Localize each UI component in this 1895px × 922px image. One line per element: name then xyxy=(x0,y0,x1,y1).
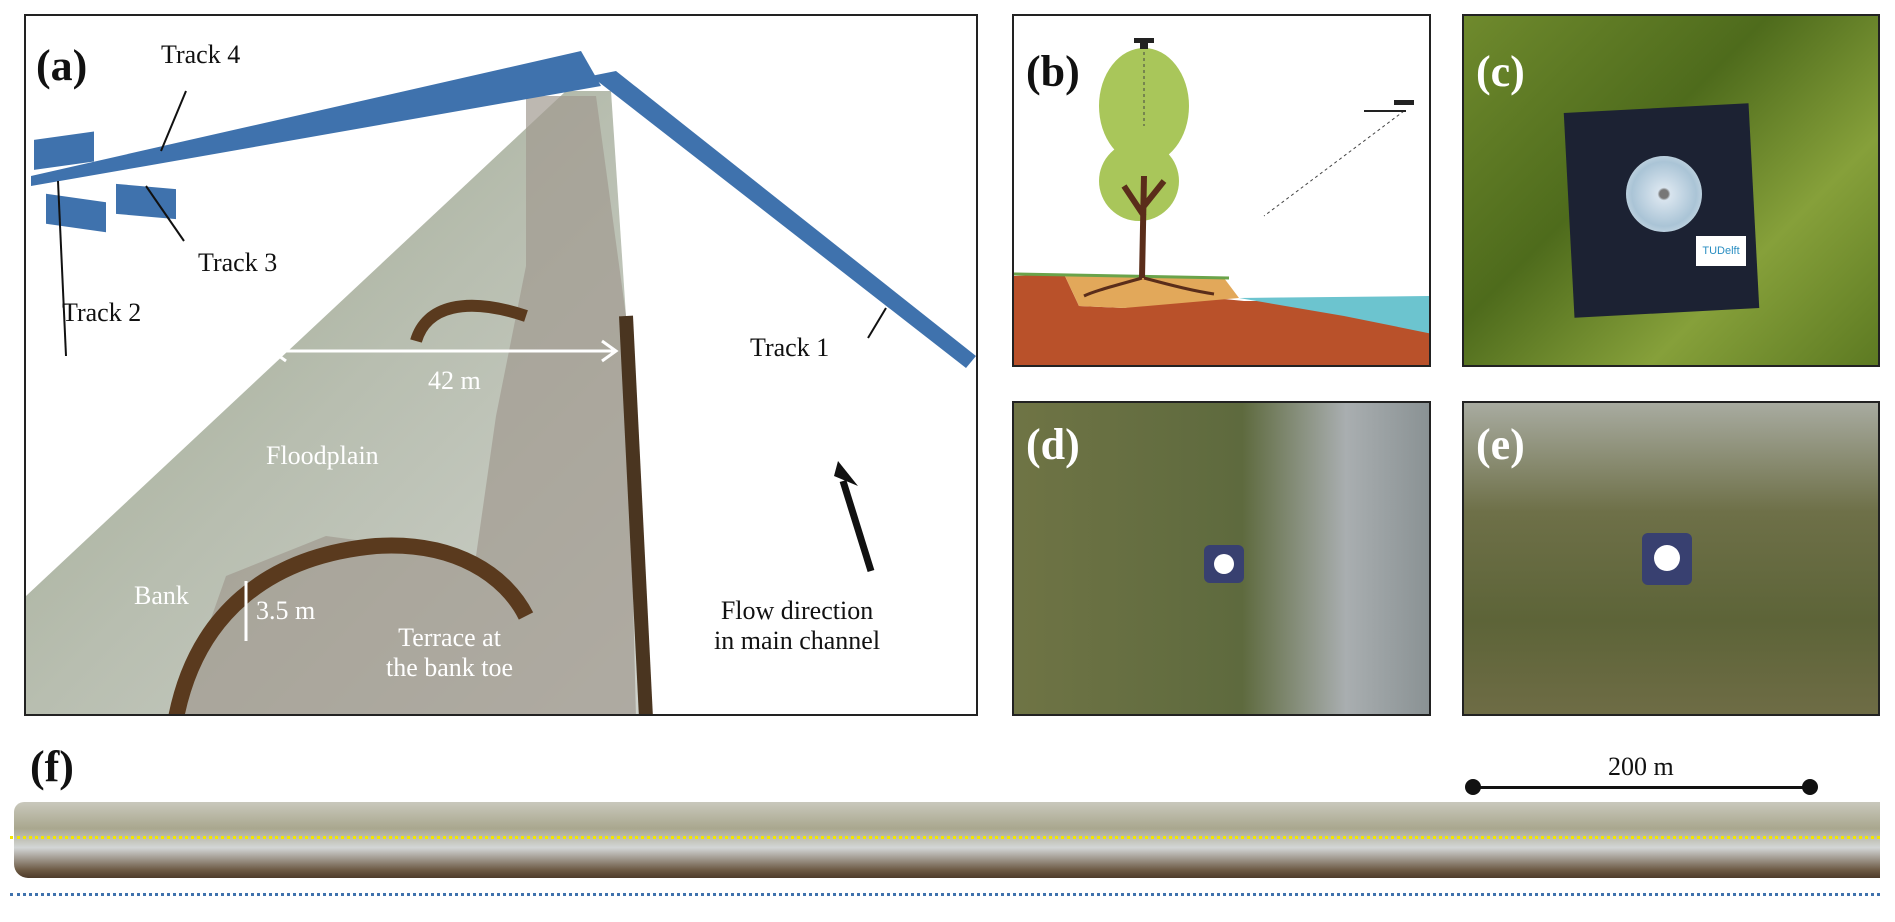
track-2-label: Track 2 xyxy=(62,298,142,327)
bank-label: Bank xyxy=(134,581,189,610)
yellow-track-line xyxy=(10,836,1880,839)
scale-bar xyxy=(1472,786,1810,789)
river-overview-strip xyxy=(14,802,1880,878)
uav-tree-diagram xyxy=(1014,38,1429,365)
panel-b-label: (b) xyxy=(1026,47,1080,96)
track-4-label: Track 4 xyxy=(161,40,241,69)
scale-bar-label: 200 m xyxy=(1608,752,1674,781)
panel-f-label: (f) xyxy=(30,742,74,791)
panel-d-photo-target: (d) xyxy=(1012,401,1431,716)
terrace-line-1: Terrace at xyxy=(398,623,501,652)
panel-a-drawing xyxy=(26,51,976,714)
target-disc xyxy=(1626,156,1702,232)
panel-d-label: (d) xyxy=(1026,420,1080,469)
target-center xyxy=(1214,554,1234,574)
drone-icon-top xyxy=(1134,38,1154,49)
panel-a-point-cloud: (a) Track 4 Track 3 Track 2 Track 1 42 m… xyxy=(24,14,978,716)
height-annotation: 3.5 m xyxy=(256,596,316,625)
track-1-label: Track 1 xyxy=(750,333,830,362)
drone-icon-oblique xyxy=(1364,100,1414,112)
scale-bar-end-right xyxy=(1802,779,1818,795)
track-3-label: Track 3 xyxy=(198,248,278,277)
panel-a-label: (a) xyxy=(36,41,88,90)
oblique-view-line xyxy=(1263,110,1405,217)
panel-e-photo-target: (e) xyxy=(1462,401,1880,716)
track-1-strip xyxy=(591,71,976,368)
terrace-line-2: the bank toe xyxy=(386,652,514,682)
panel-c-label: (c) xyxy=(1476,47,1525,96)
track-4-strip xyxy=(31,51,601,186)
panel-b-diagram: (b) xyxy=(1012,14,1431,367)
target-center xyxy=(1654,545,1680,571)
tudelft-logo: TUDelft xyxy=(1696,236,1746,266)
panel-c-photo-gcp: TUDelft (c) xyxy=(1462,14,1880,367)
panel-e-label: (e) xyxy=(1476,420,1525,469)
blue-track-line xyxy=(10,893,1880,896)
scale-bar-end-left xyxy=(1465,779,1481,795)
floodplain-label: Floodplain xyxy=(266,441,379,470)
width-annotation: 42 m xyxy=(428,366,481,395)
flow-line-1: Flow direction xyxy=(720,596,874,625)
bank-edge xyxy=(168,537,534,714)
flow-direction-arrow xyxy=(839,479,875,573)
flow-line-2: in main channel xyxy=(714,625,881,655)
